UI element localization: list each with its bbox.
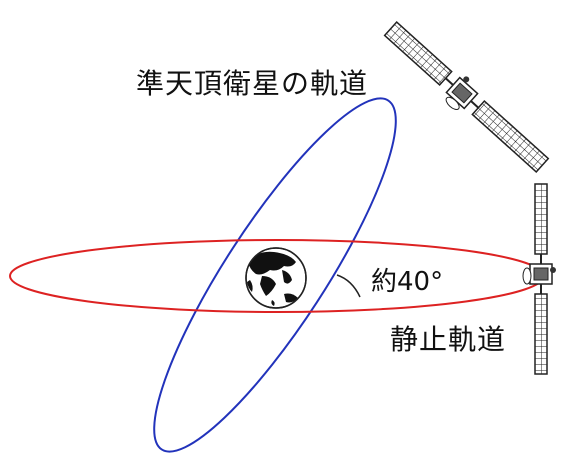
inclination-angle-arc bbox=[336, 274, 361, 298]
geo-satellite-icon bbox=[522, 183, 556, 375]
geo-orbit-label: 静止軌道 bbox=[390, 323, 507, 356]
earth-globe-icon bbox=[245, 247, 307, 309]
inclination-angle-label: 約40° bbox=[371, 267, 444, 297]
qzss-orbit-ellipse bbox=[153, 97, 397, 453]
qzss-orbit-label: 準天頂衛星の軌道 bbox=[136, 67, 369, 100]
qzss-satellite-icon bbox=[383, 21, 550, 174]
